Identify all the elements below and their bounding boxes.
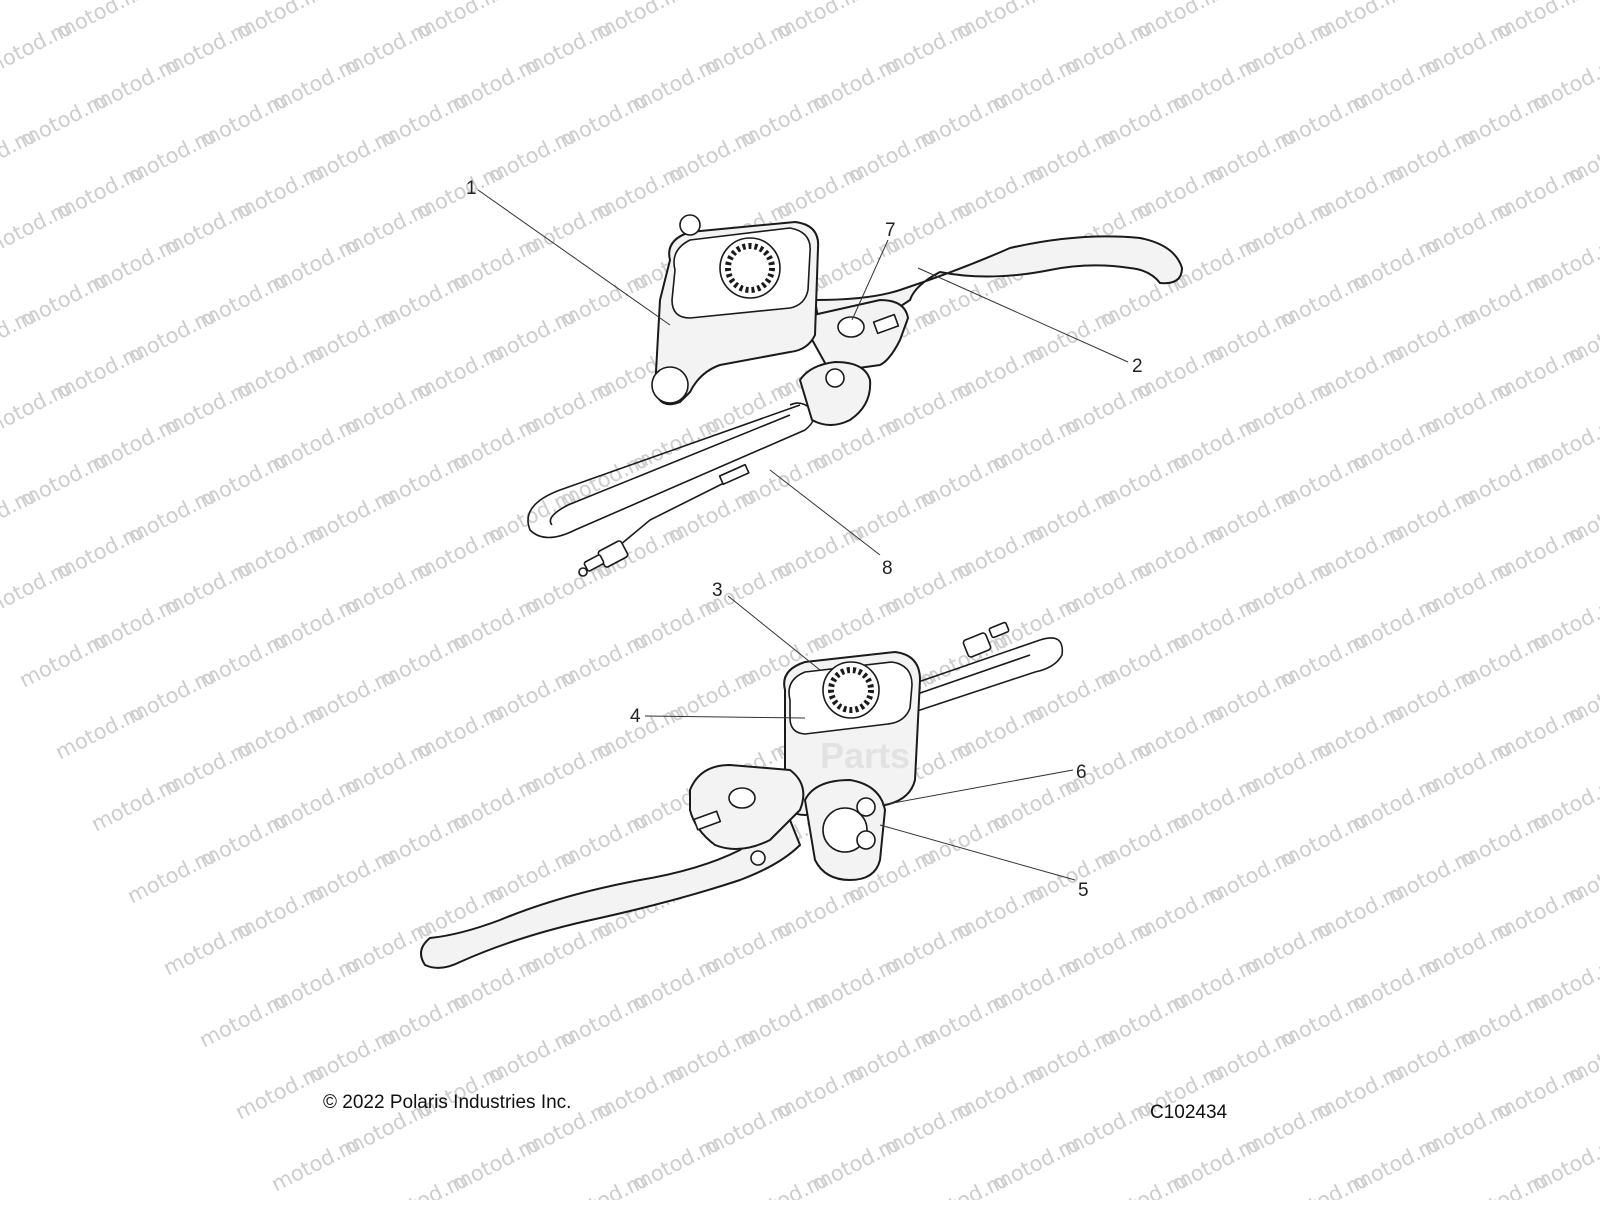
upper-hose-loop — [527, 402, 815, 539]
leader-line-2 — [917, 267, 1129, 363]
callout-8: 8 — [882, 558, 893, 579]
lower-clamp-bolt-upper — [856, 797, 876, 817]
watermark-text: motod.ru — [123, 0, 220, 8]
lower-clamp-hole — [822, 807, 868, 853]
lower-hose-loop — [894, 637, 1064, 716]
lower-clamp-bolt-lower — [856, 830, 876, 850]
watermark-text: motod.ru — [1203, 0, 1300, 8]
leader-lines — [477, 189, 1129, 881]
upper-lever-pin — [837, 316, 865, 338]
leader-line-6 — [881, 769, 1074, 806]
leader-line-5 — [879, 824, 1076, 881]
lower-lever-stud — [750, 850, 766, 866]
leader-line-4 — [644, 715, 806, 719]
upper-sight-glass-inner — [725, 243, 775, 293]
watermark-text: motod.ru — [843, 0, 940, 8]
lower-sight-glass-inner — [828, 667, 874, 713]
watermark-text: motod.ru — [303, 0, 400, 8]
watermark-text: motod.ru — [1527, 771, 1600, 836]
leader-line-3 — [727, 595, 821, 671]
upper-reservoir-bleeder — [679, 214, 701, 236]
parts-stamp: Parts — [820, 735, 910, 776]
watermark-text: motod.ru — [663, 0, 760, 8]
watermark-text: motod.ru — [1527, 51, 1600, 116]
callout-1: 1 — [466, 178, 477, 199]
upper-switch-wire — [619, 474, 741, 546]
lower-brake-lever — [420, 819, 801, 969]
watermark-text: motod.ru — [1563, 663, 1600, 728]
lower-lever-tag — [693, 810, 722, 831]
watermark-text: motod.ru — [1563, 843, 1600, 908]
lower-lever-pin — [728, 787, 756, 809]
watermark-text: motod.ru — [1563, 1023, 1600, 1088]
watermark-text: motod.ru — [0, 0, 40, 8]
watermark-text: motod.ru — [1527, 231, 1600, 296]
callout-7: 7 — [885, 220, 896, 241]
callout-6: 6 — [1076, 762, 1087, 783]
upper-wire-sleeve — [718, 463, 750, 486]
callout-4: 4 — [630, 706, 641, 727]
watermark-text: motod.ru — [1563, 303, 1600, 368]
leader-line-7 — [851, 239, 889, 321]
copyright-notice: © 2022 Polaris Industries Inc. — [323, 1092, 572, 1113]
leader-line-1 — [477, 189, 671, 326]
callout-5: 5 — [1078, 880, 1089, 901]
callout-3: 3 — [712, 580, 723, 601]
leader-line-8 — [769, 469, 881, 556]
upper-master-cylinder-assembly — [527, 214, 1183, 577]
watermark-text: motod.ru — [1563, 123, 1600, 188]
watermark-text: motod.ru — [1563, 483, 1600, 548]
callout-2: 2 — [1132, 356, 1143, 377]
upper-reservoir-port — [651, 366, 689, 404]
upper-switch-connector — [578, 540, 629, 577]
watermark-text: motod.ru — [1023, 0, 1120, 8]
watermark-text: motod.ru — [1527, 951, 1600, 1016]
upper-clamp-bolt — [825, 368, 845, 388]
upper-brake-lever — [814, 235, 1183, 331]
upper-hose-loop-inner — [549, 414, 791, 526]
lower-hose-inner — [899, 654, 1031, 701]
upper-lever-tag — [872, 313, 900, 335]
upper-clamp — [799, 361, 872, 426]
watermark-text: motod.ru — [1527, 411, 1600, 476]
lower-master-cylinder-assembly — [420, 621, 1064, 969]
watermark-text: motod.ru — [1383, 0, 1480, 8]
watermark-text: motod.ru — [483, 0, 580, 8]
drawing-number: C102434 — [1150, 1102, 1228, 1123]
lower-switch-connector — [962, 621, 1010, 658]
watermark-text: motod.ru — [1563, 0, 1600, 8]
watermark-text: motod.ru — [1527, 591, 1600, 656]
watermark-text: motod.ru — [1527, 1131, 1600, 1196]
callouts: 1 2 3 4 5 6 7 8 — [466, 178, 1143, 901]
